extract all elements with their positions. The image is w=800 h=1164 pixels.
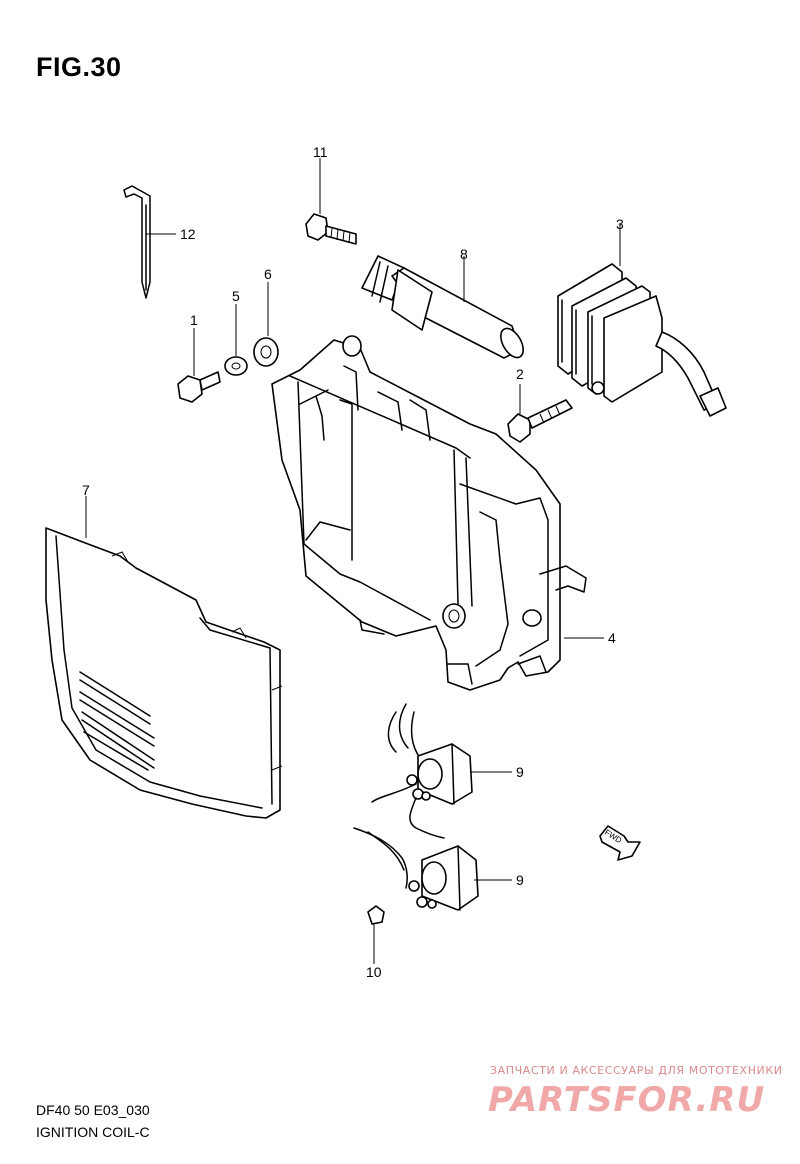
part-11-bolt[interactable] <box>305 213 357 245</box>
part-1-bolt[interactable] <box>177 371 221 403</box>
part-8-ignition-coil[interactable] <box>361 255 528 361</box>
watermark-tagline: ЗАПЧАСТИ И АКСЕССУАРЫ ДЛЯ МОТОТЕХНИКИ <box>490 1064 783 1077</box>
part-10-cap[interactable] <box>367 905 385 925</box>
callout-9-upper: 9 <box>516 764 524 780</box>
part-4-bracket[interactable] <box>271 335 587 691</box>
part-7-cover[interactable] <box>45 527 283 819</box>
callout-8: 8 <box>460 246 468 262</box>
callout-3: 3 <box>616 216 624 232</box>
fwd-arrow-icon <box>599 825 641 861</box>
callout-12: 12 <box>180 226 196 242</box>
part-9-relay-lower[interactable] <box>353 827 479 911</box>
section-name: IGNITION COIL-C <box>36 1124 150 1140</box>
part-12-clip[interactable] <box>123 185 151 299</box>
callout-9-lower: 9 <box>516 872 524 888</box>
callout-7: 7 <box>82 482 90 498</box>
part-5-washer[interactable] <box>224 356 248 376</box>
part-2-bolt[interactable] <box>507 399 573 443</box>
callout-1: 1 <box>190 312 198 328</box>
callout-11: 11 <box>313 144 328 160</box>
callout-5: 5 <box>232 288 240 304</box>
callout-2: 2 <box>516 366 524 382</box>
part-6-grommet[interactable] <box>253 337 279 367</box>
watermark-logo: PARTSFOR.RU <box>488 1080 766 1120</box>
part-9-relay-upper[interactable] <box>371 703 473 839</box>
callout-6: 6 <box>264 266 272 282</box>
part-3-coil-pack[interactable] <box>557 263 727 417</box>
leader-lines <box>85 158 621 964</box>
callout-10: 10 <box>366 964 382 980</box>
callout-4: 4 <box>608 630 616 646</box>
model-code: DF40 50 E03_030 <box>36 1102 150 1118</box>
figure-title: FIG.30 <box>36 52 122 82</box>
